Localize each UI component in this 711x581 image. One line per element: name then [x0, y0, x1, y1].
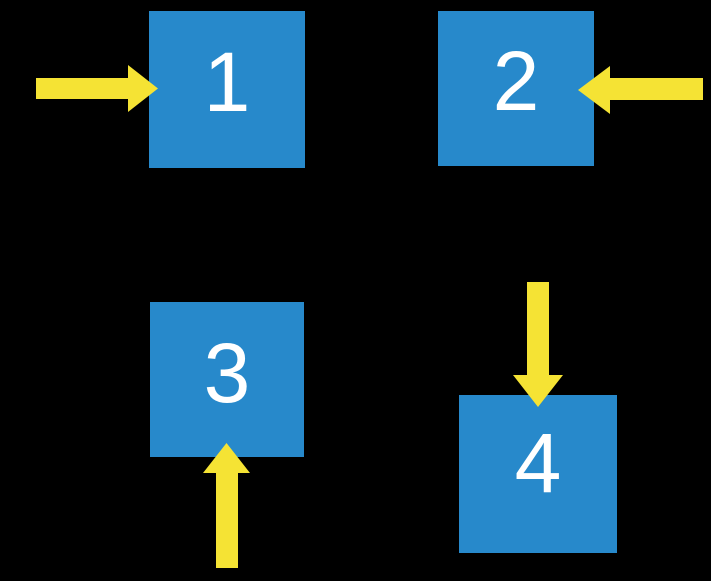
square-2 [438, 11, 594, 166]
square-3 [150, 302, 304, 457]
square-4-label: 4 [515, 416, 562, 510]
down-arrow-icon [513, 282, 563, 407]
square-4 [459, 395, 617, 553]
square-1-label: 1 [204, 35, 251, 129]
left-arrow-icon [578, 66, 703, 114]
square-3-label: 3 [204, 326, 251, 420]
right-arrow-icon [36, 65, 158, 112]
square-1 [149, 11, 305, 168]
up-arrow-icon [203, 443, 250, 568]
square-2-label: 2 [493, 34, 540, 128]
